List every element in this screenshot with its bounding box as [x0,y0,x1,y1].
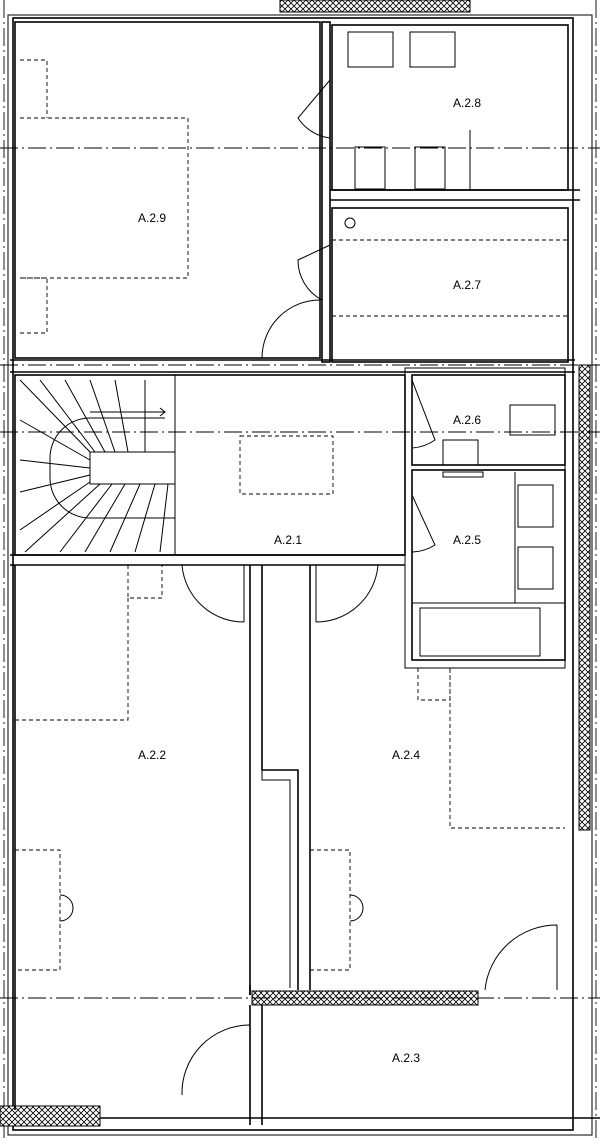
outer-boundary [3,0,597,1141]
walls [10,21,600,1125]
room-label-a26: A.2.6 [453,413,481,427]
grid-axes [0,147,600,999]
room-label-a23: A.2.3 [392,1051,420,1065]
insulation-hatching [0,0,591,1127]
room-label-a27: A.2.7 [453,278,481,292]
room-labels: A.2.1 A.2.2 A.2.3 A.2.4 A.2.5 A.2.6 A.2.… [138,96,481,1065]
room-label-a25: A.2.5 [453,533,481,547]
furniture [15,31,568,971]
room-label-a24: A.2.4 [392,748,420,762]
room-label-a28: A.2.8 [453,96,481,110]
staircase [19,379,176,553]
room-label-a22: A.2.2 [138,748,166,762]
room-label-a21: A.2.1 [274,533,302,547]
room-label-a29: A.2.9 [138,211,166,225]
doors [181,79,558,1100]
